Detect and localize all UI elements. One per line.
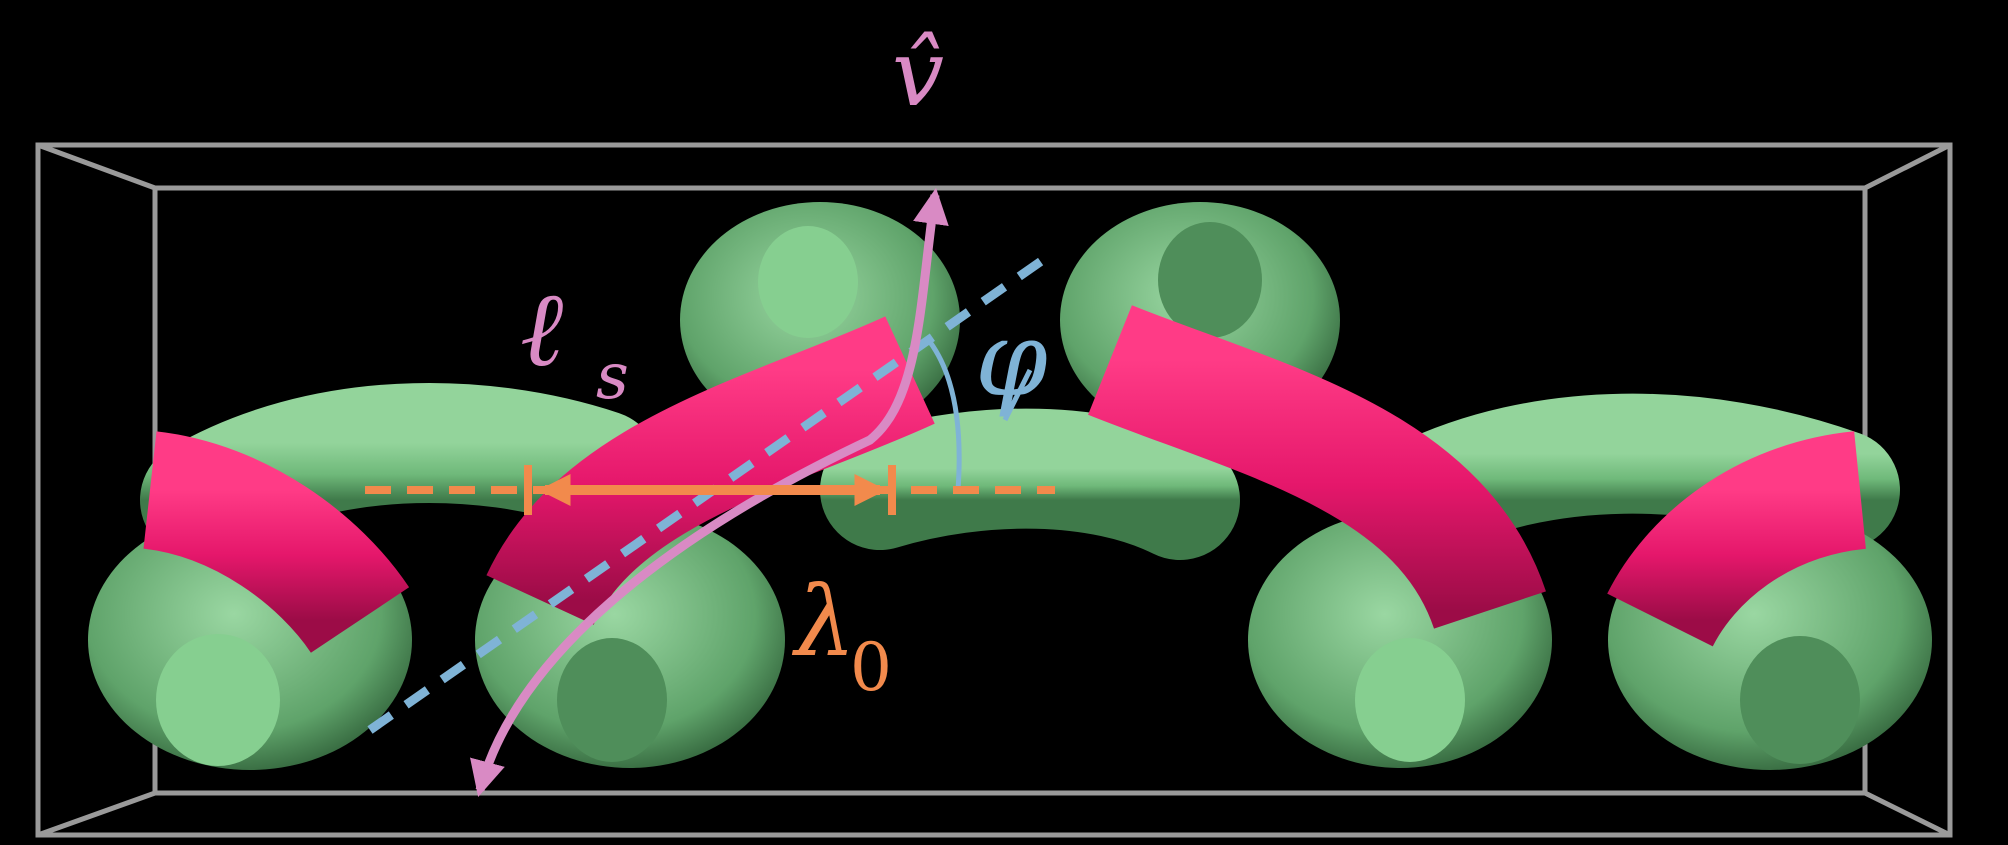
green-tube-segment <box>820 408 1240 560</box>
green-loop-cap <box>557 638 667 762</box>
box-edge <box>37 790 156 838</box>
vector-label: v̂ <box>892 20 944 127</box>
angle-label: φ <box>975 298 1048 420</box>
green-loop-cap <box>1740 636 1860 764</box>
segment-length-subscript: s <box>596 340 629 414</box>
wavelength-subscript: 0 <box>850 629 892 706</box>
magenta-tube-segment <box>1088 305 1546 631</box>
magenta-tube-segment <box>141 431 410 654</box>
magenta-tube-segment <box>1607 431 1868 648</box>
wavelength-symbol: λ <box>791 566 856 678</box>
box-edge <box>1863 142 1952 191</box>
green-loop-cap <box>758 226 858 338</box>
wavelength-label: λ 0 <box>791 566 892 706</box>
box-front-face <box>35 142 1953 838</box>
vector-arrow <box>470 187 949 797</box>
box-edge <box>37 142 156 191</box>
green-loop-cap <box>1355 638 1465 762</box>
box-edge <box>1863 790 1952 838</box>
angle-pointer <box>1002 368 1033 422</box>
segment-length-label: ℓ s <box>520 268 629 414</box>
green-loop-cap <box>156 634 280 766</box>
green-loop-cap <box>1158 222 1262 338</box>
wavelength-indicator <box>365 465 1055 515</box>
segment-length-symbol: ℓ <box>520 268 563 390</box>
